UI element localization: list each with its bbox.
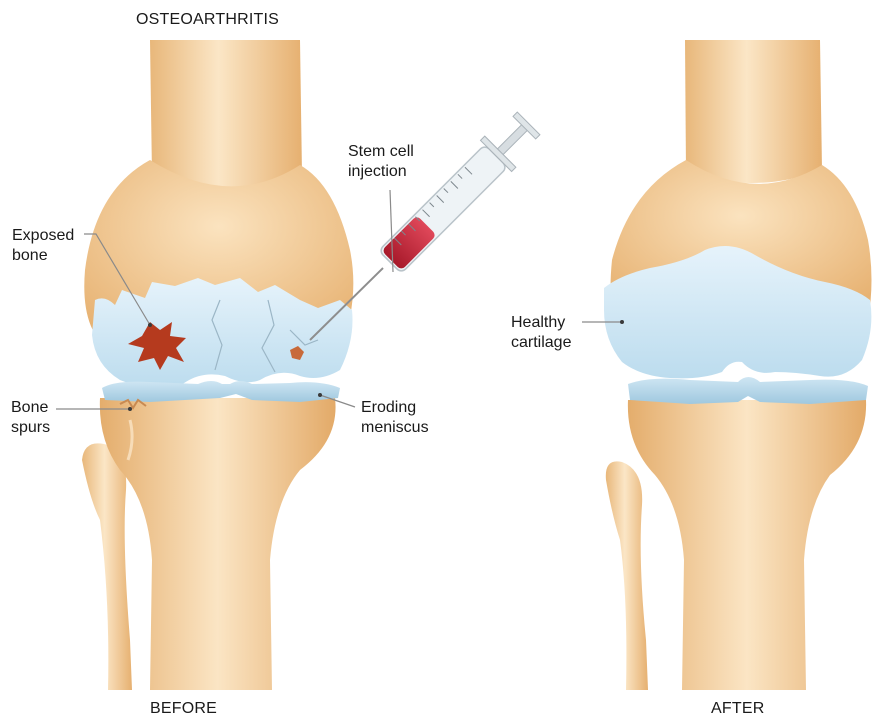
right-femur-shaft [685, 40, 822, 183]
right-fibula [606, 461, 648, 690]
before-knee [82, 40, 353, 690]
exposed-bone-label-line2: bone [12, 246, 48, 266]
left-femur-shaft [150, 40, 302, 188]
after-caption: AFTER [711, 700, 764, 718]
exposed-bone-label-line1: Exposed [12, 226, 74, 246]
healthy-cartilage-label-line1: Healthy [511, 313, 565, 333]
right-healthy-meniscus [628, 377, 868, 404]
left-fibula [82, 443, 132, 690]
before-caption: BEFORE [150, 700, 217, 718]
bone-spurs-label-line2: spurs [11, 418, 50, 438]
stem-cell-label-line1: Stem cell [348, 142, 414, 162]
right-tibia [628, 400, 866, 690]
healthy-cartilage-label-line2: cartilage [511, 333, 571, 353]
eroding-meniscus-label-line1: Eroding [361, 398, 416, 418]
bone-spurs-label-line1: Bone [11, 398, 48, 418]
stem-cell-label-line2: injection [348, 162, 407, 182]
eroding-meniscus-label-line2: meniscus [361, 418, 429, 438]
after-knee [604, 40, 872, 690]
diagram-title: OSTEOARTHRITIS [136, 11, 279, 29]
syringe [310, 108, 544, 340]
left-tibia [100, 398, 336, 690]
